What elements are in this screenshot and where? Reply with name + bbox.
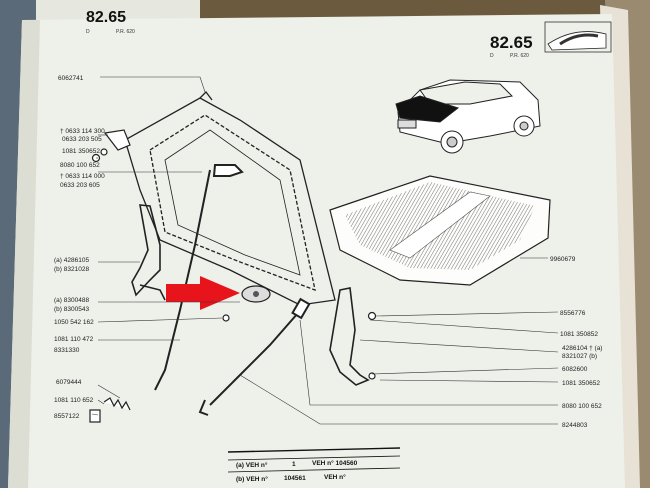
part-label: 8080 100 652 — [60, 162, 100, 169]
part-label: 8556776 — [560, 310, 586, 317]
part-label: (b) 8321028 — [54, 266, 89, 273]
table-cell: 1 — [292, 461, 296, 468]
pad-part — [241, 285, 271, 303]
part-label: 1081 110 652 — [54, 397, 94, 404]
part-label: 8244803 — [562, 422, 588, 429]
part-label: 8321027 (b) — [562, 353, 597, 360]
hood-thumbnail — [544, 21, 612, 53]
part-label: (b) 8300543 — [54, 306, 89, 313]
part-label: 1081 110 472 — [54, 336, 94, 343]
part-label: 9960679 — [550, 256, 576, 263]
part-label: 6062741 — [58, 75, 84, 82]
prev-page-number: 82.65 — [86, 9, 126, 26]
part-label: 6082600 — [562, 366, 588, 373]
part-label: 1081 350852 — [560, 331, 598, 338]
part-label: 1081 350652 — [62, 148, 100, 155]
part-label: 8557122 — [54, 413, 80, 420]
right-part-labels: 9960679 8556776 1081 350852 4286104 † (a… — [550, 256, 602, 429]
hinge-right — [329, 287, 370, 386]
table-cell: VEH n° — [324, 473, 346, 481]
part-label: 1081 350652 — [562, 380, 600, 387]
part-label: (a) 8300488 — [54, 297, 89, 304]
ref-pr: P.R. 620 — [510, 53, 529, 59]
vehicle-number-table: (a) VEH n° 1 VEH n° 104560 (b) VEH n° 10… — [227, 447, 401, 483]
car-illustration — [395, 79, 541, 154]
part-label: 6079444 — [56, 379, 82, 386]
part-label: † 0633 114 000 — [60, 173, 105, 180]
prev-ref-d: D — [86, 29, 90, 35]
part-label: † 0633 114 300 — [60, 128, 105, 135]
left-part-labels: 6062741 † 0633 114 300 0633 203 505 1081… — [54, 75, 105, 420]
prop-rod — [154, 164, 244, 391]
table-cell: (b) VEH n° — [236, 475, 268, 483]
table-cell: VEH n° 104560 — [312, 459, 358, 467]
part-label: 4286104 † (a) — [562, 345, 602, 352]
leader-lines — [91, 76, 559, 425]
hinge-left — [131, 204, 166, 301]
part-label: 1050 542 162 — [54, 319, 94, 326]
table-cell: 104561 — [284, 475, 306, 482]
red-arrow — [166, 276, 240, 310]
page-number: 82.65 — [490, 33, 533, 52]
hood-inner-frame — [124, 91, 336, 306]
spring-parts — [89, 129, 377, 423]
gas-strut — [198, 297, 311, 416]
part-label: 8331330 — [54, 347, 80, 354]
ref-d: D — [490, 53, 494, 59]
table-cell: (a) VEH n° — [236, 461, 268, 469]
part-label: 0633 203 605 — [60, 182, 100, 189]
part-label: (a) 4286105 — [54, 257, 89, 264]
bonnet-illustration — [329, 175, 551, 286]
part-label: 0633 203 505 — [62, 136, 102, 143]
part-label: 8080 100 652 — [562, 403, 602, 410]
prev-ref-pr: P.R. 620 — [116, 29, 135, 35]
